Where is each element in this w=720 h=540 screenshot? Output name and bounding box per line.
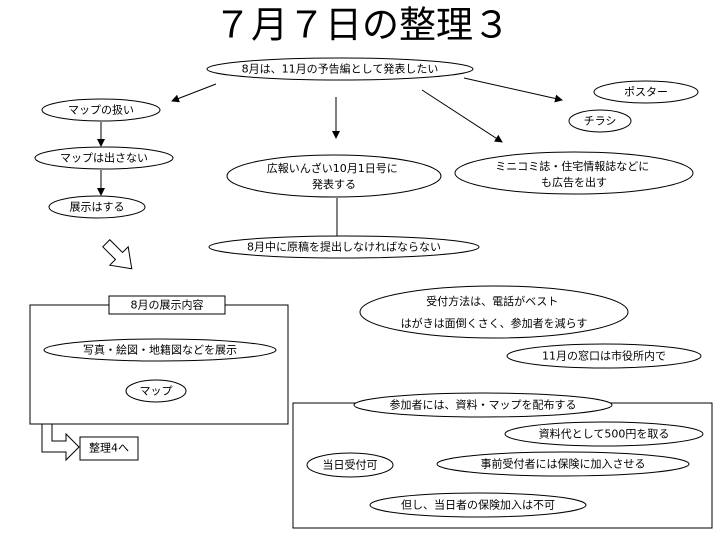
node-exhibit-item-map-label: マップ xyxy=(140,385,173,398)
exhibit-content-label-box: 8月の展示内容 xyxy=(108,295,226,315)
node-reception-ellipse xyxy=(359,285,629,339)
node-same-day-label: 当日受付可 xyxy=(323,458,378,472)
node-exhibit-item-map-ellipse xyxy=(125,379,187,403)
node-manuscript: 8月中に原稿を提出しなければならない xyxy=(208,235,480,259)
node-poster-ellipse xyxy=(593,80,699,104)
node-distribute: 参加者には、資料・マップを配布する xyxy=(353,392,613,418)
node-minicomi-line-1: ミニコミ誌・住宅情報誌などに xyxy=(495,159,649,173)
node-exception: 但し、当日者の保険加入は不可 xyxy=(369,492,587,518)
block-arrow-to-exhibit-content xyxy=(102,239,133,270)
node-same-day-ellipse xyxy=(306,452,394,478)
node-main-goal-label: 8月は、11月の予告編として発表したい xyxy=(242,62,439,76)
node-insurance: 事前受付者には保険に加入させる xyxy=(436,451,690,477)
node-koho-label: 広報いんざい10月1日号に 発表する xyxy=(267,161,402,191)
node-counter: 11月の窓口は市役所内で xyxy=(506,343,702,369)
node-fee: 資料代として500円を取る xyxy=(504,421,704,447)
block-arrow-to-next-step xyxy=(41,423,80,462)
node-flyer-label: チラシ xyxy=(584,115,617,128)
node-minicomi-line-2: も広告を出す xyxy=(541,175,607,189)
node-reception-line-1: 受付方法は、電話がベスト xyxy=(426,294,558,308)
node-exhibit-item-map: マップ xyxy=(125,379,187,403)
node-minicomi-label: ミニコミ誌・住宅情報誌などに も広告を出す xyxy=(495,159,653,189)
next-step-box: 整理4へ xyxy=(79,436,139,461)
node-exhibit-yes-ellipse xyxy=(48,195,146,219)
node-exception-ellipse xyxy=(369,492,587,518)
node-exhibit-item-photos-ellipse xyxy=(43,338,277,362)
arrow-goal-to-minicomi xyxy=(421,89,503,143)
node-manuscript-ellipse xyxy=(208,235,480,259)
node-distribute-ellipse xyxy=(353,392,613,418)
node-same-day: 当日受付可 xyxy=(306,452,394,478)
node-flyer: チラシ xyxy=(568,109,632,133)
node-no-map-ellipse xyxy=(34,146,174,170)
node-poster-label: ポスター xyxy=(624,86,668,99)
node-exhibit-yes: 展示はする xyxy=(48,195,146,219)
node-koho: 広報いんざい10月1日号に 発表する xyxy=(226,154,442,198)
exhibit-content-label: 8月の展示内容 xyxy=(131,298,204,312)
node-fee-ellipse xyxy=(504,421,704,447)
node-insurance-label: 事前受付者には保険に加入させる xyxy=(481,457,646,471)
node-main-goal: 8月は、11月の予告編として発表したい xyxy=(206,57,474,81)
node-exhibit-item-photos: 写真・絵図・地籍図などを展示 xyxy=(43,338,277,362)
node-counter-label: 11月の窓口は市役所内で xyxy=(542,349,666,363)
node-reception-line-2: はがきは面倒くさく、参加者を減らす xyxy=(401,316,588,330)
node-koho-line-2: 発表する xyxy=(312,177,356,191)
node-reception-label: 受付方法は、電話がベスト はがきは面倒くさく、参加者を減らす xyxy=(401,294,588,330)
slide-title: ７月７日の整理３ xyxy=(214,4,510,47)
node-manuscript-label: 8月中に原稿を提出しなければならない xyxy=(247,240,441,254)
node-distribute-label: 参加者には、資料・マップを配布する xyxy=(390,398,577,412)
node-no-map: マップは出さない xyxy=(34,146,174,170)
node-minicomi-ellipse xyxy=(454,151,694,195)
node-counter-ellipse xyxy=(506,343,702,369)
node-flyer-ellipse xyxy=(568,109,632,133)
node-map-handling-ellipse xyxy=(41,98,161,122)
node-koho-ellipse xyxy=(226,154,442,198)
node-map-handling: マップの扱い xyxy=(41,98,161,122)
exhibit-content-frame xyxy=(29,304,289,425)
exhibit-content-label-rect xyxy=(108,295,226,315)
node-no-map-label: マップは出さない xyxy=(60,151,148,165)
next-step-rect xyxy=(79,436,139,461)
node-reception: 受付方法は、電話がベスト はがきは面倒くさく、参加者を減らす xyxy=(359,285,629,339)
arrow-goal-to-poster-flyer xyxy=(463,77,563,103)
next-step-label: 整理4へ xyxy=(89,441,129,455)
arrow-goal-to-map-handling xyxy=(171,83,217,103)
node-poster: ポスター xyxy=(593,80,699,104)
node-main-goal-ellipse xyxy=(206,57,474,81)
node-exception-label: 但し、当日者の保険加入は不可 xyxy=(401,498,555,512)
node-fee-label: 資料代として500円を取る xyxy=(539,427,670,441)
node-minicomi: ミニコミ誌・住宅情報誌などに も広告を出す xyxy=(454,151,694,195)
node-exhibit-yes-label: 展示はする xyxy=(70,201,125,214)
node-insurance-ellipse xyxy=(436,451,690,477)
node-exhibit-item-photos-label: 写真・絵図・地籍図などを展示 xyxy=(83,343,237,357)
node-map-handling-label: マップの扱い xyxy=(68,103,134,117)
node-koho-line-1: 広報いんざい10月1日号に xyxy=(267,161,398,175)
